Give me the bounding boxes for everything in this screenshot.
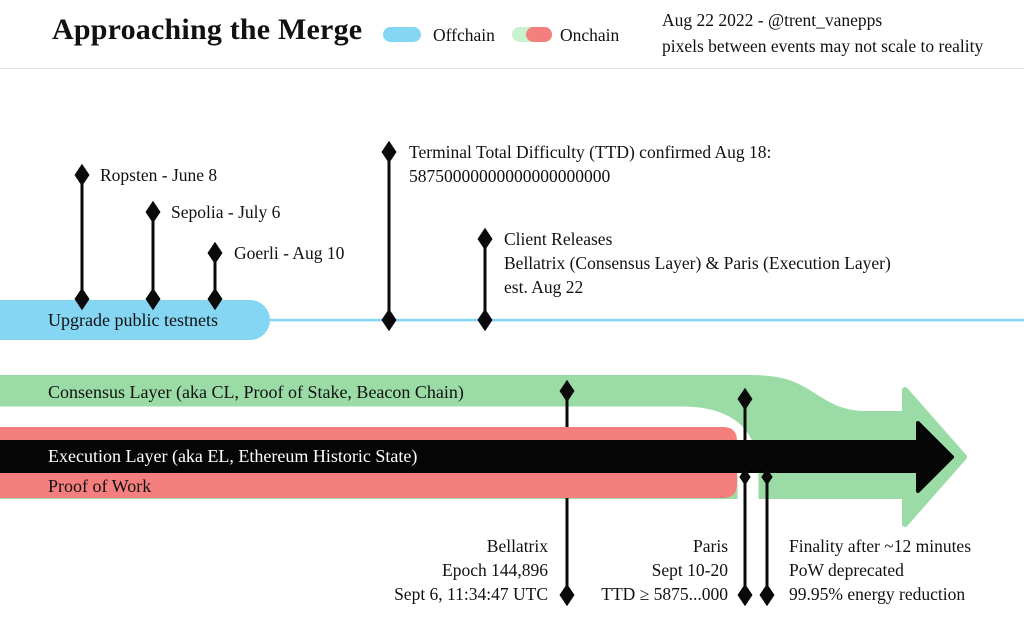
bellatrix-annotation: Bellatrix Epoch 144,896 Sept 6, 11:34:47… xyxy=(298,534,548,606)
client-releases-line2: Bellatrix (Consensus Layer) & Paris (Exe… xyxy=(504,253,891,273)
sepolia-diamond-top xyxy=(145,202,161,222)
ttd-label-line1: Terminal Total Difficulty (TTD) confirme… xyxy=(409,142,772,162)
client-releases-line3: est. Aug 22 xyxy=(504,277,584,297)
client-releases-line1: Client Releases xyxy=(504,229,613,249)
ttd-diamond-top xyxy=(381,142,397,162)
note-disclaimer: pixels between events may not scale to r… xyxy=(662,36,984,56)
goerli-label: Goerli - Aug 10 xyxy=(234,243,345,263)
execution-flow-arrow xyxy=(0,421,954,493)
client-releases-label: Client Releases Bellatrix (Consensus Lay… xyxy=(504,227,891,299)
onchain-legend-swatch xyxy=(512,27,552,42)
offchain-legend-label: Offchain xyxy=(433,25,495,45)
paris-date: Sept 10-20 xyxy=(651,560,728,580)
bellatrix-name: Bellatrix xyxy=(486,536,548,556)
bellatrix-time: Sept 6, 11:34:47 UTC xyxy=(394,584,548,604)
offchain-rail-line xyxy=(270,318,1024,322)
sepolia-label: Sepolia - July 6 xyxy=(171,202,281,222)
ttd-label-line2: 58750000000000000000000 xyxy=(409,166,611,186)
ropsten-label: Ropsten - June 8 xyxy=(100,165,218,185)
consensus-band-label: Consensus Layer (aka CL, Proof of Stake,… xyxy=(48,382,464,402)
note-date-author: Aug 22 2022 - @trent_vanepps xyxy=(662,10,883,30)
paris-diamond-bottom-2 xyxy=(759,585,775,605)
finality-annotation: Finality after ~12 minutes PoW deprecate… xyxy=(789,534,971,606)
page-title: Approaching the Merge xyxy=(52,13,363,46)
ttd-diamond-bottom xyxy=(381,310,397,330)
testnets-band-label: Upgrade public testnets xyxy=(48,310,218,330)
testnets-band xyxy=(0,300,270,340)
paris-annotation: Paris Sept 10-20 TTD ≥ 5875...000 xyxy=(558,534,728,606)
finality-line2: PoW deprecated xyxy=(789,560,904,580)
onchain-legend-swatch-red xyxy=(526,27,552,42)
header-note: Aug 22 2022 - @trent_vanepps pixels betw… xyxy=(662,7,983,59)
ttd-label: Terminal Total Difficulty (TTD) confirme… xyxy=(409,140,771,188)
client-diamond-bottom xyxy=(477,310,493,330)
finality-line1: Finality after ~12 minutes xyxy=(789,536,972,556)
finality-line3: 99.95% energy reduction xyxy=(789,584,966,604)
offchain-legend-swatch xyxy=(383,27,421,42)
onchain-legend-label: Onchain xyxy=(560,25,620,45)
ropsten-diamond-top xyxy=(74,165,90,185)
offchain-event-markers xyxy=(74,142,493,330)
paris-name: Paris xyxy=(693,536,728,556)
client-diamond-top xyxy=(477,229,493,249)
pow-band-label: Proof of Work xyxy=(48,476,152,496)
bellatrix-epoch: Epoch 144,896 xyxy=(442,560,548,580)
goerli-diamond-top xyxy=(207,243,223,263)
paris-diamond-bottom-1 xyxy=(737,585,753,605)
paris-ttd: TTD ≥ 5875...000 xyxy=(601,584,728,604)
header: Approaching the Merge Offchain Onchain A… xyxy=(0,0,1024,69)
execution-band-label: Execution Layer (aka EL, Ethereum Histor… xyxy=(48,446,418,466)
